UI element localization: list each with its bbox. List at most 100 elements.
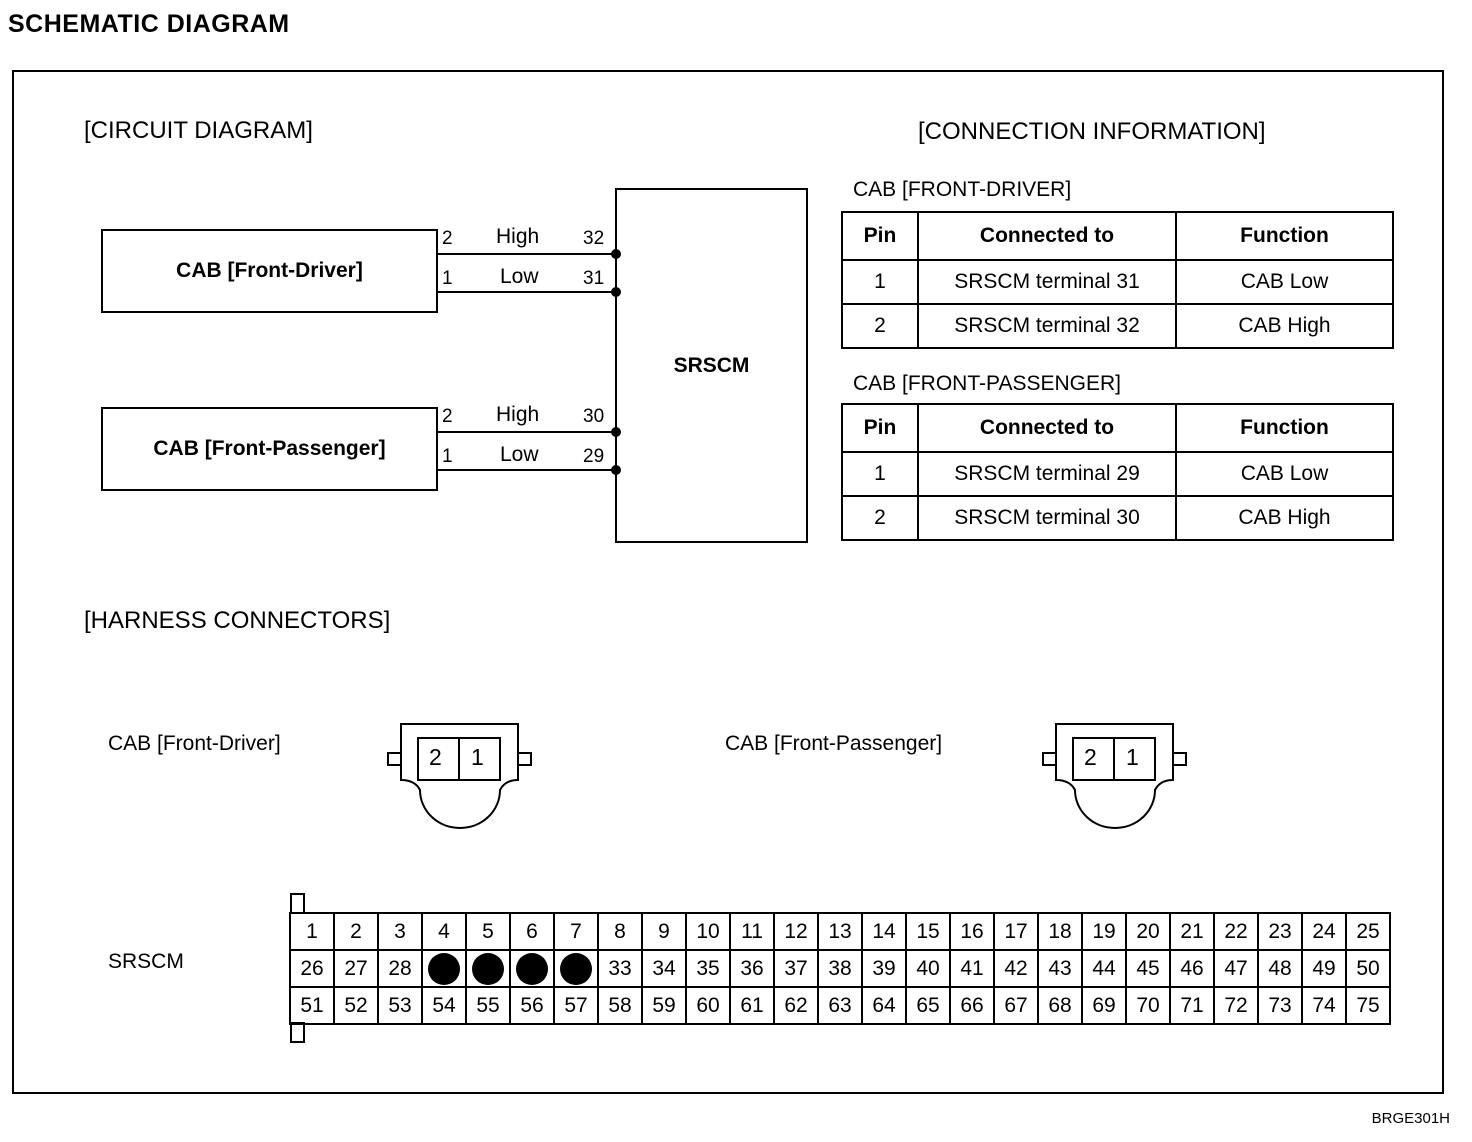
passenger-pin-low: 1 — [442, 446, 453, 467]
pin-cell: 13 — [817, 912, 863, 951]
pin-cell: 71 — [1169, 986, 1215, 1025]
pin-cell: 52 — [333, 986, 379, 1025]
pin-cell: 41 — [949, 949, 995, 988]
pin-cell: 57 — [553, 986, 599, 1025]
pin-cell: 62 — [773, 986, 819, 1025]
circuit-diagram-title: [CIRCUIT DIAGRAM] — [84, 117, 313, 144]
pin-cell: 3 — [377, 912, 423, 951]
pin-cell: 56 — [509, 986, 555, 1025]
pin-cell: 7 — [553, 912, 599, 951]
pin-cell: 55 — [465, 986, 511, 1025]
pin-cell: 22 — [1213, 912, 1259, 951]
pin-cell: 6 — [509, 912, 555, 951]
diagram-frame — [12, 70, 1444, 1094]
pin-cell: 49 — [1301, 949, 1347, 988]
passenger-connector-pin-1: 1 — [1126, 744, 1139, 770]
table-row: 2 SRSCM terminal 32 CAB High — [841, 303, 1394, 349]
pin-cell: 17 — [993, 912, 1039, 951]
table-row: 2 SRSCM terminal 30 CAB High — [841, 495, 1394, 541]
terminal-dot-30 — [611, 427, 621, 437]
pin-cell: 47 — [1213, 949, 1259, 988]
pin-cell: 75 — [1345, 986, 1391, 1025]
srscm-connector-latch-bottom — [290, 1022, 305, 1043]
pin-cell: 72 — [1213, 986, 1259, 1025]
driver-wire-low-label: Low — [500, 265, 539, 288]
passenger-terminal-high: 30 — [583, 406, 605, 427]
driver-terminal-high: 32 — [583, 228, 605, 249]
pin-cell: 19 — [1081, 912, 1127, 951]
pin-cell: 42 — [993, 949, 1039, 988]
pin-cell: 66 — [949, 986, 995, 1025]
header-connected-to: Connected to — [917, 211, 1177, 261]
srscm-connector-latch-top — [290, 893, 305, 914]
harness-connectors-title: [HARNESS CONNECTORS] — [84, 607, 391, 634]
passenger-wire-high-label: High — [496, 403, 540, 426]
srscm-module-box: SRSCM — [615, 188, 808, 543]
pin-cell: 54 — [421, 986, 467, 1025]
cell-connected-to: SRSCM terminal 30 — [917, 495, 1177, 541]
header-function: Function — [1175, 211, 1394, 261]
connection-info-title: [CONNECTION INFORMATION] — [918, 118, 1266, 145]
pin-cell: 8 — [597, 912, 643, 951]
header-function: Function — [1175, 403, 1394, 453]
filled-pin-dot — [560, 952, 592, 985]
cell-pin: 2 — [841, 303, 919, 349]
pin-cell: 37 — [773, 949, 819, 988]
passenger-connector-pin-2: 2 — [1084, 744, 1097, 770]
pin-cell: 74 — [1301, 986, 1347, 1025]
table-row: 1 SRSCM terminal 31 CAB Low — [841, 259, 1394, 305]
pin-cell: 38 — [817, 949, 863, 988]
pin-cell: 61 — [729, 986, 775, 1025]
driver-pin-low: 1 — [442, 268, 453, 289]
cell-pin: 2 — [841, 495, 919, 541]
driver-airbag-box: CAB [Front-Driver] — [101, 229, 438, 313]
pin-cell-filled — [553, 949, 599, 988]
filled-pin-dot — [516, 952, 548, 985]
passenger-wire-low-label: Low — [500, 443, 539, 466]
filled-pin-dot — [472, 952, 504, 985]
pin-cell: 21 — [1169, 912, 1215, 951]
pin-cell: 59 — [641, 986, 687, 1025]
driver-connector-latch-right — [517, 752, 532, 766]
pin-cell: 46 — [1169, 949, 1215, 988]
passenger-terminal-low: 29 — [583, 446, 605, 467]
pin-cell: 39 — [861, 949, 907, 988]
pin-cell: 28 — [377, 949, 423, 988]
pin-cell: 1 — [289, 912, 335, 951]
driver-pin-high: 2 — [442, 228, 453, 249]
pin-cell: 50 — [1345, 949, 1391, 988]
cell-pin: 1 — [841, 259, 919, 305]
pin-cell: 23 — [1257, 912, 1303, 951]
pin-cell: 70 — [1125, 986, 1171, 1025]
filled-pin-dot — [428, 952, 460, 985]
cell-connected-to: SRSCM terminal 32 — [917, 303, 1177, 349]
pin-cell: 64 — [861, 986, 907, 1025]
driver-wire-high-label: High — [496, 225, 540, 248]
passenger-table-caption: CAB [FRONT-PASSENGER] — [853, 372, 1121, 395]
cell-function: CAB High — [1175, 303, 1394, 349]
driver-connector-latch-left — [387, 752, 402, 766]
table-row: 1 SRSCM terminal 29 CAB Low — [841, 451, 1394, 497]
driver-terminal-low: 31 — [583, 268, 605, 289]
driver-table-caption: CAB [FRONT-DRIVER] — [853, 178, 1072, 201]
pin-cell-filled — [509, 949, 555, 988]
pin-cell: 11 — [729, 912, 775, 951]
pin-cell: 40 — [905, 949, 951, 988]
cell-pin: 1 — [841, 451, 919, 497]
cell-function: CAB High — [1175, 495, 1394, 541]
driver-connector-label: CAB [Front-Driver] — [108, 732, 281, 755]
pin-cell: 9 — [641, 912, 687, 951]
pin-cell: 51 — [289, 986, 335, 1025]
passenger-connector-label: CAB [Front-Passenger] — [725, 732, 943, 755]
header-pin: Pin — [841, 403, 919, 453]
passenger-airbag-box: CAB [Front-Passenger] — [101, 407, 438, 491]
pin-cell: 53 — [377, 986, 423, 1025]
passenger-pin-high: 2 — [442, 406, 453, 427]
pin-cell: 36 — [729, 949, 775, 988]
pin-cell: 34 — [641, 949, 687, 988]
pin-cell: 24 — [1301, 912, 1347, 951]
pin-cell: 16 — [949, 912, 995, 951]
pin-cell: 63 — [817, 986, 863, 1025]
